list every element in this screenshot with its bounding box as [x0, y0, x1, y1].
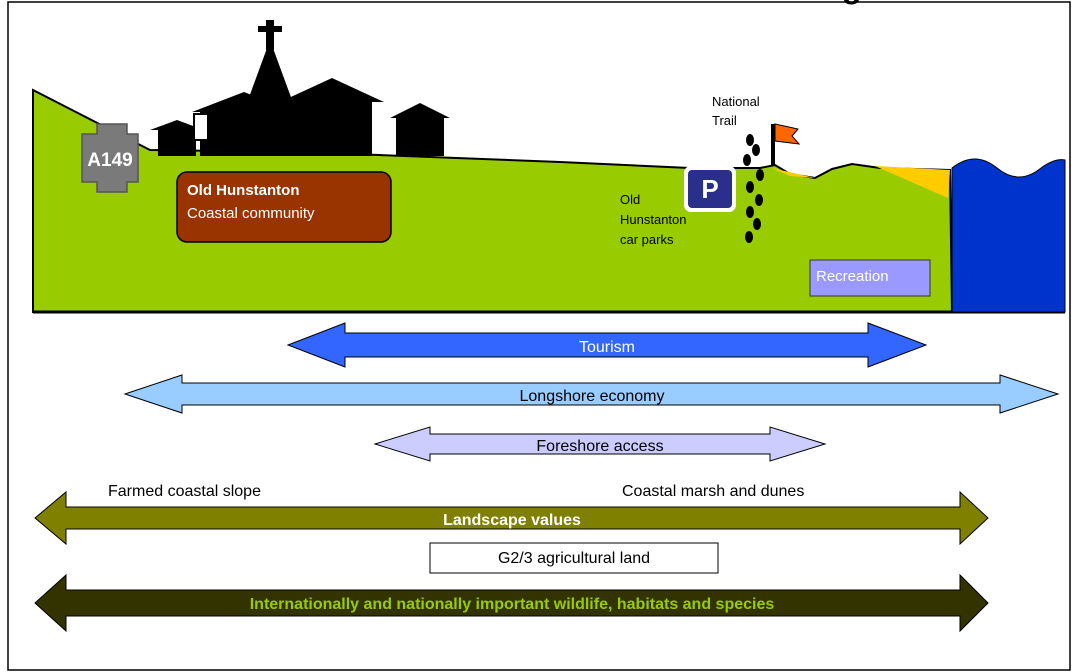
coastal-marsh-dunes-label: Coastal marsh and dunes: [622, 483, 804, 500]
agricultural-land-label: G2/3 agricultural land: [498, 550, 650, 567]
wildlife-habitats-arrow: [34, 573, 989, 633]
title-fragment: g: [842, 0, 862, 5]
wildlife-habitats-label: Internationally and nationally important…: [250, 596, 775, 613]
tourism-label: Tourism: [579, 339, 635, 356]
community-subtitle: Coastal community: [187, 205, 315, 222]
diagram-border: [7, 1, 1071, 671]
longshore-economy-label: Longshore economy: [520, 388, 665, 405]
church-window: [193, 113, 209, 141]
tourism-arrow: [286, 322, 928, 368]
longshore-economy-arrow: [123, 374, 1060, 414]
a149-road-sign: A149: [81, 123, 139, 193]
footprints-icon: [743, 134, 764, 243]
car-parks-label-line1: Old: [620, 192, 640, 207]
foreshore-access-label: Foreshore access: [536, 438, 663, 455]
agricultural-land-box: [429, 542, 719, 574]
dune-sand: [875, 166, 950, 198]
national-trail-label-line2: Trail: [712, 113, 737, 128]
national-trail-label-line1: National: [712, 94, 760, 109]
sand-patch: [772, 168, 815, 178]
road-sign-label: A149: [87, 150, 132, 171]
car-parks-label-line2: Hunstanton: [620, 212, 687, 227]
car-parks-label-line3: car parks: [620, 232, 674, 247]
sea-water: [951, 158, 1066, 313]
national-trail-flag-icon: [771, 123, 801, 166]
community-box: [176, 171, 392, 243]
landscape-values-arrow: [34, 490, 989, 546]
parking-icon: P: [684, 166, 736, 212]
farmed-coastal-slope-label: Farmed coastal slope: [108, 483, 261, 500]
recreation-label: Recreation: [816, 268, 889, 285]
community-title: Old Hunstanton: [187, 182, 300, 199]
parking-symbol: P: [701, 174, 718, 204]
foreshore-access-arrow: [373, 426, 827, 462]
village-silhouette: [150, 20, 450, 156]
recreation-box: [809, 259, 931, 297]
landscape-values-label: Landscape values: [443, 512, 581, 529]
